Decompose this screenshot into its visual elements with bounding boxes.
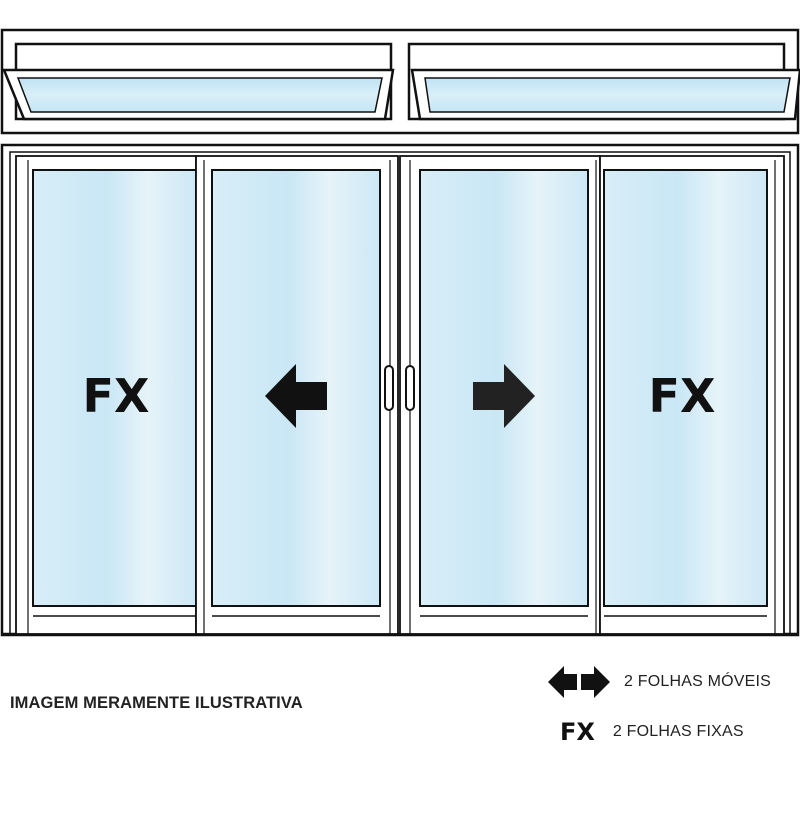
handle-left xyxy=(384,365,394,411)
panel-fixed-right xyxy=(599,155,785,635)
double-arrow-icon xyxy=(548,666,610,698)
handle-right xyxy=(405,365,415,411)
arrow-left-icon xyxy=(265,364,327,428)
awning-left-glass xyxy=(16,77,383,113)
panel-mobile-right xyxy=(399,155,601,635)
legend-fixed-text: 2 FOLHAS FIXAS xyxy=(612,723,744,740)
door-diagram: FX FX xyxy=(0,28,800,637)
awning-right-glass xyxy=(424,77,791,113)
panel-fixed-left xyxy=(15,155,197,635)
fx-label-left: FX xyxy=(83,369,150,423)
arrow-right-icon xyxy=(473,364,535,428)
legend-mobile-text: 2 FOLHAS MÓVEIS xyxy=(624,673,772,690)
top-transom xyxy=(0,28,800,135)
legend-mobile: 2 FOLHAS MÓVEIS xyxy=(548,664,771,700)
fx-label-right: FX xyxy=(649,369,716,423)
illustrative-caption: IMAGEM MERAMENTE ILUSTRATIVA xyxy=(10,694,303,712)
legend-fx-symbol: FX xyxy=(560,718,595,746)
legend-fixed: FX 2 FOLHAS FIXAS xyxy=(560,718,744,746)
